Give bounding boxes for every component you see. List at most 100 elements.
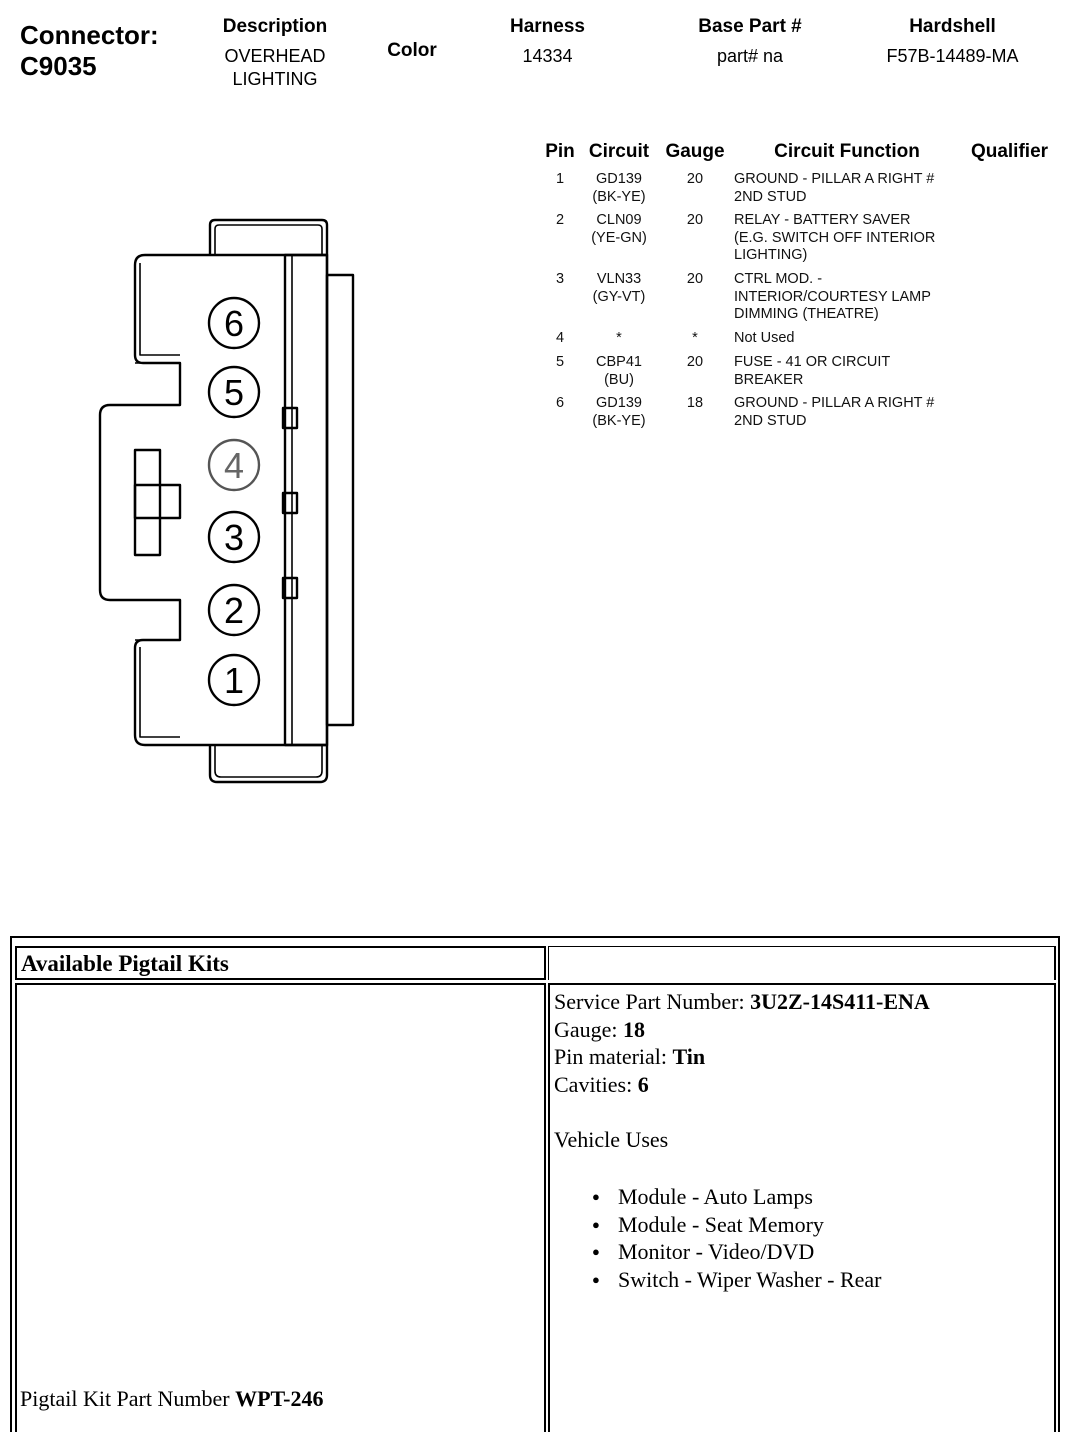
cavity-number: 4 (224, 445, 244, 486)
bottom-latch-tab (208, 745, 329, 784)
circuit-code: CBP41 (BU) (580, 354, 658, 389)
description-line: LIGHTING (232, 69, 318, 89)
circuit-function: GROUND - PILLAR A RIGHT # 2ND STUD (734, 395, 974, 430)
kit-part-value: WPT-246 (235, 1386, 324, 1411)
gauge-value: 18 (686, 395, 704, 411)
circuit-line: GD139 (596, 171, 642, 187)
harness-label: Harness (510, 16, 585, 37)
gauge-label: Gauge: (554, 1016, 624, 1042)
function-line: RELAY - BATTERY SAVER (734, 212, 911, 228)
gauge-value: 20 (686, 171, 704, 187)
function-line: 2ND STUD (734, 188, 807, 205)
circuit-code: VLN33 (GY-VT) (580, 271, 658, 306)
hardshell-value: F57B-14489-MA (886, 46, 1019, 66)
cavity-number: 5 (224, 372, 244, 413)
circuit-function: GROUND - PILLAR A RIGHT # 2ND STUD (734, 171, 974, 206)
cavity-circle (207, 583, 261, 637)
circuit-color: (YE-GN) (591, 229, 647, 246)
left-key-center (133, 483, 182, 520)
vehicle-use-item: Monitor - Video/DVD (592, 1238, 1049, 1266)
pigtail-details: Service Part Number: 3U2Z-14S411-ENA Gau… (554, 988, 1049, 1293)
description-value: OVERHEAD LIGHTING (205, 45, 345, 91)
circuit-code: GD139 (BK-YE) (580, 395, 658, 430)
connector-body (98, 253, 329, 747)
pin-material-value: Tin (672, 1044, 706, 1069)
vehicle-uses-list: Module - Auto Lamps Module - Seat Memory… (592, 1183, 1049, 1293)
circuit-function: FUSE - 41 OR CIRCUIT BREAKER (734, 354, 974, 389)
cavity-circle-unused (207, 438, 261, 492)
color-label: Color (387, 40, 437, 61)
function-line: DIMMING (THEATRE) (734, 306, 879, 322)
vehicle-uses-label: Vehicle Uses (554, 1126, 669, 1152)
pin-number: 2 (555, 212, 565, 228)
connector-face-diagram: 6 5 4 3 2 1 (98, 218, 355, 784)
circuit-line: CBP41 (596, 354, 642, 370)
gauge: Gauge: 18 (554, 1016, 1049, 1044)
pigtail-title-cell: Available Pigtail Kits (15, 946, 546, 980)
function-line: CTRL MOD. - (734, 271, 823, 287)
body-step (135, 362, 180, 641)
function-line: GROUND - PILLAR A RIGHT # (734, 171, 935, 187)
outer-right-rail (325, 273, 355, 727)
cavity-pin-2: 2 (207, 583, 261, 637)
circuit-line: GD139 (596, 395, 642, 411)
function-line: (E.G. SWITCH OFF INTERIOR (734, 229, 936, 246)
connector-id: C9035 (20, 51, 97, 81)
cavity-number: 1 (224, 660, 244, 701)
col-header-circuit-function: Circuit Function (774, 141, 920, 162)
circuit-line: * (616, 330, 622, 346)
circuit-line: VLN33 (596, 271, 642, 287)
service-part-label: Service Part Number: (554, 989, 751, 1014)
cavity-circle (207, 296, 261, 350)
cavity-pin-5: 5 (207, 365, 261, 419)
bottom-latch-tab-inner (214, 745, 323, 778)
pigtail-details-cell: Service Part Number: 3U2Z-14S411-ENA Gau… (548, 983, 1056, 1432)
harness-value: 14334 (522, 46, 573, 66)
cavities-label: Cavities: (554, 1071, 638, 1097)
pigtail-kits-frame (10, 936, 1060, 1432)
pin-number: 6 (555, 395, 565, 411)
pin-number: 4 (555, 330, 565, 346)
circuit-line: CLN09 (596, 212, 642, 228)
description-line: OVERHEAD (224, 46, 326, 66)
service-part-number: Service Part Number: 3U2Z-14S411-ENA (554, 988, 1049, 1016)
cavity-pin-3: 3 (207, 510, 261, 564)
service-part-value: 3U2Z-14S411-ENA (750, 989, 930, 1014)
hardshell-label: Hardshell (909, 16, 996, 37)
col-header-qualifier: Qualifier (970, 141, 1049, 162)
pin-material: Pin material: Tin (554, 1043, 1049, 1071)
function-line: Not Used (734, 330, 795, 346)
connector-title: Connector: C9035 (20, 20, 159, 82)
base-part-value: part# na (716, 46, 784, 66)
cavities: Cavities: 6 (554, 1071, 1049, 1099)
cavity-number: 2 (224, 590, 244, 631)
gauge-value: 18 (623, 1016, 646, 1042)
kit-part-label: Pigtail Kit Part Number (20, 1386, 236, 1411)
pigtail-kit-part-number: Pigtail Kit Part Number WPT-246 (20, 1385, 324, 1413)
pin-number: 1 (555, 171, 565, 187)
body-inner-edge (139, 263, 180, 738)
cavity-circle (207, 365, 261, 419)
pin-material-label: Pin material: (554, 1044, 673, 1069)
col-header-pin: Pin (545, 141, 575, 162)
col-header-circuit: Circuit (588, 141, 650, 162)
circuit-color: (BK-YE) (592, 188, 646, 205)
cavity-circle (207, 653, 261, 707)
circuit-color: (BK-YE) (592, 412, 646, 429)
function-line: GROUND - PILLAR A RIGHT # (734, 395, 935, 411)
rail-notch (281, 406, 299, 430)
cavities-value: 6 (637, 1071, 649, 1097)
circuit-function: RELAY - BATTERY SAVER (E.G. SWITCH OFF I… (734, 212, 974, 265)
function-line: LIGHTING) (734, 247, 808, 263)
description-label: Description (222, 16, 328, 37)
rail-notch (281, 576, 299, 600)
circuit-function: CTRL MOD. - INTERIOR/COURTESY LAMP DIMMI… (734, 271, 974, 324)
vehicle-use-item: Module - Seat Memory (592, 1211, 1049, 1239)
cavity-number: 6 (224, 303, 244, 344)
cavity-pin-6: 6 (207, 296, 261, 350)
cavity-number: 3 (224, 517, 244, 558)
circuit-function: Not Used (734, 330, 974, 348)
top-latch-tab (208, 218, 329, 255)
circuit-code: GD139 (BK-YE) (580, 171, 658, 206)
gauge-value: 20 (686, 354, 704, 370)
